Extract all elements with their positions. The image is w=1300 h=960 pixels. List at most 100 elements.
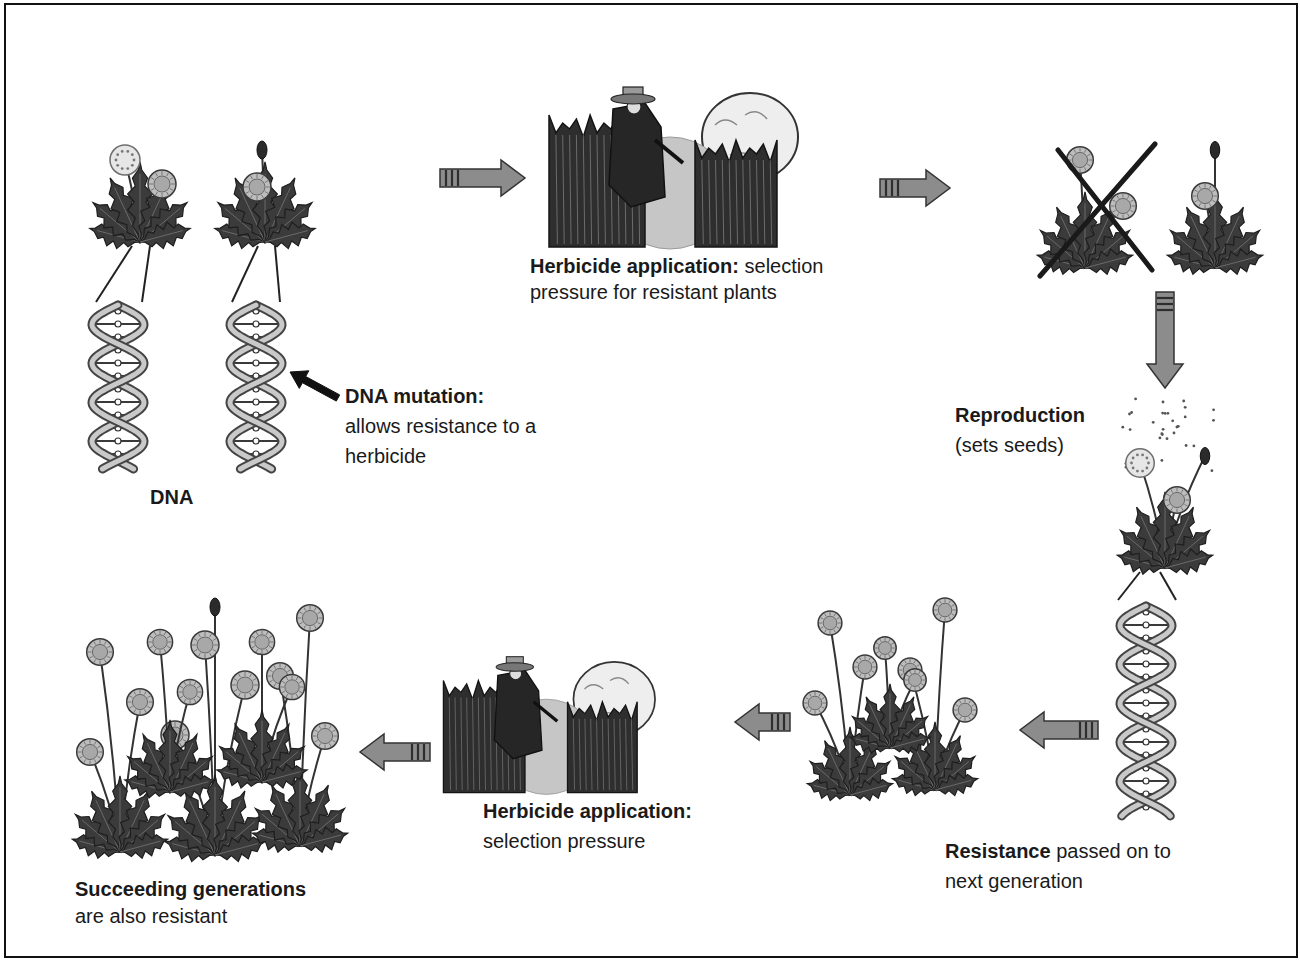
petal-line [1084,149,1086,152]
dna-helix [230,305,282,469]
arrow-tail-stripe [1157,309,1173,311]
petal-line [314,625,316,628]
petal-line [299,681,302,683]
petal-line [834,630,836,633]
petal-line [210,653,212,657]
petal-line [266,632,268,635]
dna-strand [92,305,144,469]
petal-line [128,702,132,703]
stage-heading: Resistance [945,840,1051,862]
petal-line [1112,200,1115,202]
petal-line [319,743,321,746]
leaf-vein [1165,557,1206,568]
petal-line [815,711,816,714]
stage-node: Herbicide application:selection pressure [430,645,735,860]
dandelion-bud [1210,141,1220,158]
petal-line [156,173,158,177]
petal-line [269,646,272,648]
petal-line [952,605,955,607]
petal-line [199,653,201,657]
petal-line [1074,149,1076,152]
petal-line [1181,489,1183,492]
dna-base [1143,661,1149,667]
petal-line [919,686,921,689]
flying-seed [1177,425,1180,428]
flying-seed [1129,428,1132,431]
petal-line [147,706,150,708]
petal-line [892,648,895,649]
petal-line [149,184,153,185]
dandelion-leaf [170,774,215,798]
petal-line [954,710,957,711]
grass-clump [695,140,777,247]
petal-line [945,618,946,621]
leaf-vein [890,739,924,748]
petal-line [910,659,911,662]
petal-line [815,692,816,695]
grass-blade [750,160,752,244]
dandelion-flower [147,629,172,654]
dna-strand-fill [1120,606,1172,816]
flower-centre [285,680,299,694]
petal-line [854,667,857,668]
grass-blade [757,160,759,244]
seed-dot [1146,467,1149,470]
dandelion-flower [312,723,339,750]
petal-line [810,693,812,696]
arrow-tail-stripe [423,744,425,760]
leaf-vein [265,231,308,242]
petal-line [873,667,876,668]
flying-seed [1160,432,1163,435]
petal-line [262,630,263,634]
caption-block: Herbicide application: [483,798,728,824]
petal-line [150,646,153,648]
petal-line [1127,195,1129,198]
petal-line [825,613,827,616]
petal-line [154,632,156,635]
petal-line [319,725,321,728]
petal-line [1184,504,1187,506]
petal-line [1130,200,1133,202]
petal-line [239,693,241,697]
seed-dot [1136,454,1139,457]
dandelion-plant [1037,147,1136,275]
flying-seed [1162,401,1165,404]
arrow-tail-stripe [1085,722,1087,738]
petal-line [265,192,269,194]
petal-line [183,740,187,742]
petal-line [875,648,878,649]
arrow-tail-stripe [1157,303,1173,305]
petal-line [194,682,196,685]
petal-line [140,711,141,715]
leaf-vein [140,231,183,242]
petal-line [1130,210,1133,212]
grass-blade [631,719,632,790]
flying-seed [1184,406,1187,409]
petal-line [300,687,304,688]
seed-dot [1141,454,1144,457]
grass-blade [570,135,572,244]
arrow-tail-stripe [1079,722,1081,738]
petal-line [251,195,253,199]
petal-line [253,690,256,692]
flower-centre [255,635,269,649]
arrow-tail-stripe [783,714,785,730]
petal-line [256,649,258,652]
caption-block: Herbicide application:selection pressure… [530,253,875,305]
petal-line [180,696,183,698]
leader-line [275,246,280,302]
flower-centre [879,642,892,655]
petal-line [232,685,236,686]
petal-line [935,605,938,607]
dna-strand-fill [230,305,282,469]
petal-line [304,625,306,628]
petal-line [952,614,955,616]
petal-line [213,650,217,652]
grass-blade [763,160,765,244]
petal-line [269,636,272,638]
petal-line [84,759,86,762]
arrow-tail-stripe [457,170,459,186]
petal-line [270,642,274,643]
cross-mark [1040,144,1155,276]
petal-line [325,745,326,749]
